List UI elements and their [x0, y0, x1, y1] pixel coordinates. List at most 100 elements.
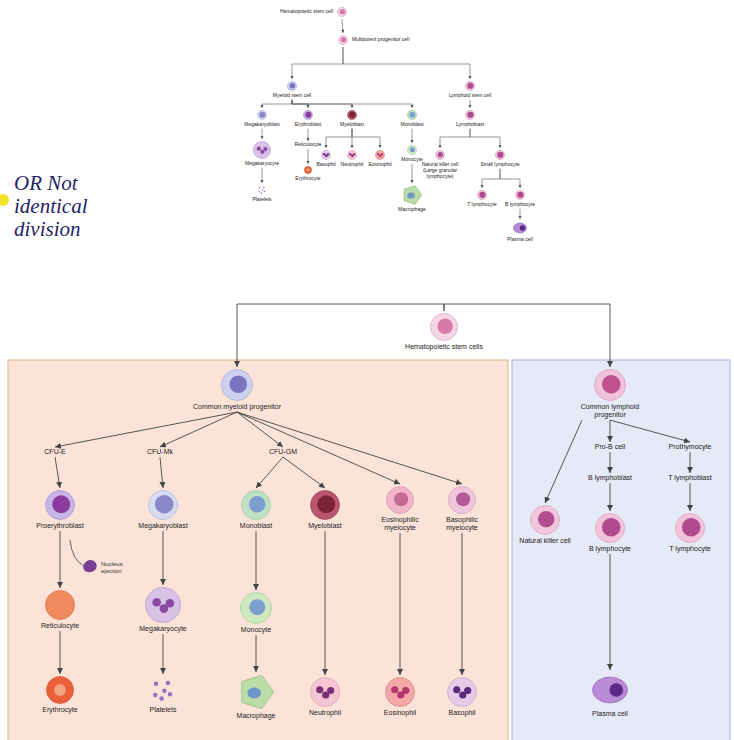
cell-icon: [674, 512, 706, 544]
cell-icon: [256, 109, 268, 121]
lineage-arrow: [292, 47, 343, 79]
cell-label: Platelets: [252, 197, 271, 203]
cell-node: Basophil: [446, 676, 478, 717]
cell-node: Plasma cell: [591, 671, 629, 718]
lineage-arrow: [237, 304, 444, 367]
cell-label: Proerythroblast: [36, 522, 83, 530]
cell-node: T lymphocyte: [669, 512, 711, 553]
cell-label: Neutrophil: [309, 709, 341, 717]
lineage-arrow: [500, 169, 520, 188]
cell-icon: [406, 144, 418, 156]
lineage-arrow: [283, 457, 325, 488]
cell-node: Small lymphocyte: [480, 149, 519, 168]
cell-icon: [494, 149, 506, 161]
process-label: Nucleus ejection: [101, 561, 141, 574]
cell-node: Neutrophil: [309, 676, 341, 717]
lineage-arrow: [60, 531, 61, 588]
cell-icon: [240, 489, 272, 521]
lineage-arrow: [444, 304, 610, 367]
cell-icon: [529, 504, 561, 536]
cell-icon: [594, 512, 626, 544]
cell-icon: [429, 312, 459, 342]
cell-icon: [346, 109, 358, 121]
lineage-arrow: [163, 634, 164, 674]
lineage-arrow: [292, 100, 412, 108]
cell-label: CFU-E: [44, 448, 65, 456]
cell-node: Hematopoietic stem cells: [405, 312, 483, 351]
lineage-arrow: [690, 452, 691, 473]
lineage-arrow: [308, 149, 309, 164]
cell-icon: [337, 34, 349, 46]
cell-node: B lymphocyte: [505, 189, 535, 208]
lineage-arrow: [262, 100, 292, 108]
lineage-arrow: [325, 531, 326, 675]
lineage-arrow: [470, 100, 471, 108]
cell-label: Natural killer cell: [519, 537, 570, 545]
cell-node: Macrophage: [398, 184, 426, 213]
lineage-arrow: [237, 412, 400, 484]
lineage-arrow: [482, 169, 500, 188]
cell-icon: [303, 165, 313, 175]
cell-label: Basophilic myelocyte: [433, 516, 491, 532]
cell-label: B lymphocyte: [505, 202, 535, 208]
cell-label: Neutrophil: [341, 162, 364, 168]
cell-node: Proerythroblast: [36, 489, 83, 530]
cell-label: Small lymphocyte: [480, 162, 519, 168]
cell-label: Plasma cell: [507, 237, 533, 243]
cell-icon: [45, 675, 75, 705]
lineage-arrow: [256, 457, 283, 488]
cell-node: Monoblast: [400, 109, 423, 128]
cell-node: Erythrocyte: [295, 165, 320, 182]
lineage-arrow: [256, 635, 257, 672]
cell-icon: [309, 676, 341, 708]
cell-label: Megakaryocyte: [139, 625, 186, 633]
cell-node: Eosinophilic myelocyte: [371, 485, 429, 532]
ejection-line: [70, 540, 84, 566]
lineage-arrow: [343, 47, 470, 79]
cell-node: Macrophage: [237, 673, 276, 720]
cell-label: Reticulocyte: [41, 622, 79, 630]
cell-node: Neutrophil: [341, 149, 364, 168]
cell-icon: [591, 671, 629, 709]
cell-icon: [320, 149, 332, 161]
lineage-arrow: [412, 164, 413, 183]
cell-node: Megakaryoblast: [138, 489, 187, 530]
lineage-arrow: [545, 420, 582, 503]
lineage-arrow: [470, 129, 500, 148]
cell-label: Common myeloid progenitor: [193, 403, 281, 411]
stage-label-node: CFU-GM: [269, 448, 297, 456]
cell-label: Macrophage: [237, 712, 276, 720]
lineage-arrow: [160, 457, 163, 488]
cell-icon: [286, 80, 298, 92]
cell-icon: [147, 489, 179, 521]
lineage-arrow: [55, 457, 60, 488]
cell-label: Erythrocyte: [42, 706, 77, 714]
cell-icon: [385, 485, 415, 515]
cell-label: Pro-B cell: [595, 443, 625, 451]
cell-label: Lymphoblast: [456, 122, 484, 128]
cell-label: Reticulocyte: [294, 142, 321, 148]
cell-label: Monoblast: [400, 122, 423, 128]
cell-node: Myeloblast: [308, 489, 341, 530]
cell-label: Myeloid stem cell: [273, 93, 311, 99]
ejected-nucleus: [83, 560, 97, 572]
lineage-arrow: [690, 483, 691, 511]
cell-icon: [434, 149, 446, 161]
cell-node: Lymphoid stem cell: [449, 80, 492, 99]
cell-icon: [237, 673, 275, 711]
cell-label: Eosinophilic myelocyte: [371, 516, 429, 532]
lineage-arrow: [342, 19, 343, 33]
stage-label-node: Reticulocyte: [294, 142, 321, 148]
cell-label: Multipotent progenitor cell: [352, 37, 409, 43]
cell-icon: [593, 368, 627, 402]
lineage-arrow: [55, 412, 237, 447]
cell-label: Monocyte: [241, 626, 271, 634]
cell-label: Basophil: [316, 162, 335, 168]
cell-label: T lymphocyte: [669, 545, 711, 553]
cell-icon: [220, 368, 254, 402]
cell-icon: [144, 586, 182, 624]
cell-icon: [336, 6, 348, 18]
cell-node: Platelets: [148, 675, 178, 714]
cell-label: Myeloblast: [340, 122, 364, 128]
cell-node: Erythrocyte: [42, 675, 77, 714]
